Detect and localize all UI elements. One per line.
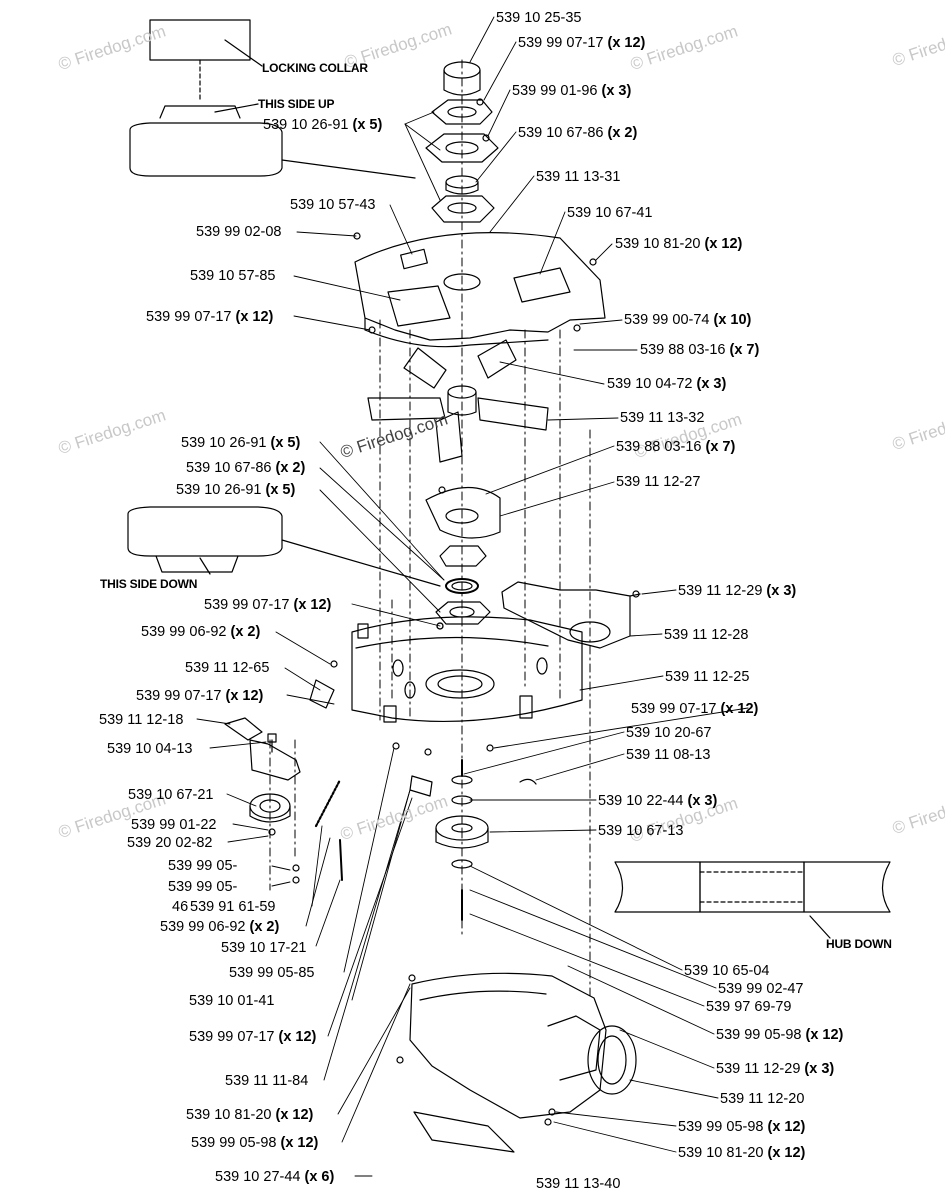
caption-this-side-up: THIS SIDE UP	[258, 97, 335, 111]
part-label: 539 99 00-74 (x 10)	[624, 312, 752, 328]
part-label: 539 99 07-17 (x 12)	[146, 309, 274, 325]
hub-plate-and-bearings	[425, 486, 501, 630]
part-label: 539 11 12-29 (x 3)	[678, 583, 797, 599]
part-label: 539 10 67-41	[567, 205, 653, 221]
part-label: 539 99 05-98 (x 12)	[716, 1027, 844, 1043]
locking-collar-inset	[129, 19, 416, 179]
part-label: 539 10 26-91 (x 5)	[181, 435, 301, 451]
part-label: 539 99 05-	[168, 879, 238, 895]
part-label: 539 91 61-59	[190, 899, 276, 915]
part-label: 539 10 67-86 (x 2)	[518, 125, 638, 141]
caption-this-side-down: THIS SIDE DOWN	[100, 577, 198, 591]
lower-chute-housing	[396, 972, 637, 1153]
belt-tensioner-assembly	[224, 660, 343, 884]
caption-hub-down: HUB DOWN	[826, 937, 892, 951]
part-label: 539 88 03-16 (x 7)	[640, 342, 760, 358]
part-label: 539 10 67-21	[128, 787, 214, 803]
part-label: 539 11 12-20	[720, 1091, 805, 1107]
part-label: 539 10 67-86 (x 2)	[186, 460, 306, 476]
part-label: 539 99 05-85	[229, 965, 315, 981]
part-label: 539 10 25-35	[496, 10, 582, 26]
part-label: 539 99 02-47	[718, 981, 804, 997]
part-label: 539 99 05-98 (x 12)	[678, 1119, 806, 1135]
part-label: 539 11 12-29 (x 3)	[716, 1061, 835, 1077]
hub-down-inset	[614, 861, 891, 939]
part-label: 539 99 05-98 (x 12)	[191, 1135, 319, 1151]
fan-impeller	[367, 339, 549, 463]
part-label: 539 10 81-20 (x 12)	[186, 1107, 314, 1123]
part-label: 539 20 02-82	[127, 835, 213, 851]
part-label: 539 11 13-32	[620, 410, 705, 426]
leader-lines	[196, 16, 749, 1177]
part-label: 539 11 12-27	[616, 474, 701, 490]
part-label: 539 11 12-25	[665, 669, 750, 685]
part-label: 539 10 20-67	[626, 725, 712, 741]
part-label: 539 10 81-20 (x 12)	[678, 1145, 806, 1161]
part-label: 539 10 22-44 (x 3)	[598, 793, 718, 809]
this-side-down-inset	[127, 506, 441, 587]
part-label: 539 99 06-92 (x 2)	[141, 624, 261, 640]
part-label: 539 99 07-17 (x 12)	[136, 688, 264, 704]
part-label: 539 10 57-43	[290, 197, 376, 213]
part-label: 539 10 65-04	[684, 963, 770, 979]
drive-pulley	[392, 742, 537, 921]
part-label: 539 99 05-	[168, 858, 238, 874]
part-label: 539 11 12-28	[664, 627, 749, 643]
part-label: 539 10 04-13	[107, 741, 193, 757]
part-label: 539 11 13-31	[536, 169, 621, 185]
part-label: 539 10 26-91 (x 5)	[263, 117, 383, 133]
part-label: 539 11 11-84	[225, 1073, 309, 1089]
part-label: 539 10 01-41	[189, 993, 275, 1009]
part-label: 539 99 07-17 (x 12)	[189, 1029, 317, 1045]
top-bearing-stack	[425, 61, 499, 223]
part-label: 46	[172, 899, 189, 915]
part-label: 539 99 07-17 (x 12)	[204, 597, 332, 613]
part-label: 539 11 13-40	[536, 1176, 621, 1192]
part-label: 539 99 06-92 (x 2)	[160, 919, 280, 935]
part-label: 539 97 69-79	[706, 999, 792, 1015]
part-label: 539 10 27-44 (x 6)	[215, 1169, 335, 1185]
part-label: 539 99 07-17 (x 12)	[518, 35, 646, 51]
part-label: 539 11 12-65	[185, 660, 270, 676]
part-label: 539 99 01-96 (x 3)	[512, 83, 632, 99]
part-label: 539 99 07-17 (x 12)	[631, 701, 759, 717]
part-label: 539 11 12-18	[99, 712, 184, 728]
part-label: 539 10 26-91 (x 5)	[176, 482, 296, 498]
lower-housing-ring	[351, 616, 583, 723]
part-label: 539 99 01-22	[131, 817, 217, 833]
part-label: 539 99 02-08	[196, 224, 282, 240]
part-label: 539 10 81-20 (x 12)	[615, 236, 743, 252]
discharge-chute-upper	[501, 581, 641, 649]
part-label: 539 10 17-21	[221, 940, 307, 956]
part-label: 539 10 04-72 (x 3)	[607, 376, 727, 392]
part-label: 539 88 03-16 (x 7)	[616, 439, 736, 455]
fan-housing-cover	[353, 232, 606, 348]
caption-locking-collar: LOCKING COLLAR	[262, 61, 368, 75]
part-label: 539 10 67-13	[598, 823, 684, 839]
part-label: 539 11 08-13	[626, 747, 711, 763]
part-label: 539 10 57-85	[190, 268, 276, 284]
